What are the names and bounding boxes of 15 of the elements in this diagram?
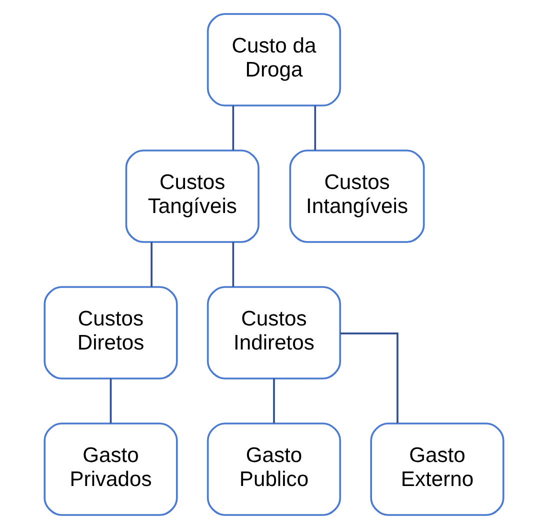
node-box: Gasto Externo — [370, 422, 504, 516]
connector — [150, 242, 152, 287]
node-box: Gasto Publico — [206, 422, 341, 516]
node-box: Custos Diretos — [43, 286, 178, 380]
node-box: Gasto Privados — [43, 422, 178, 516]
connector — [232, 106, 234, 150]
node-box: Custos Indiretos — [206, 286, 341, 380]
node-box: Custos Tangíveis — [124, 150, 259, 243]
connector — [340, 332, 398, 424]
connector — [232, 242, 234, 287]
connector — [272, 378, 274, 424]
connector — [314, 106, 316, 150]
node-box: Custos Intangíveis — [288, 150, 424, 243]
connector — [109, 378, 112, 424]
node-box: Custo da Droga — [206, 13, 341, 106]
